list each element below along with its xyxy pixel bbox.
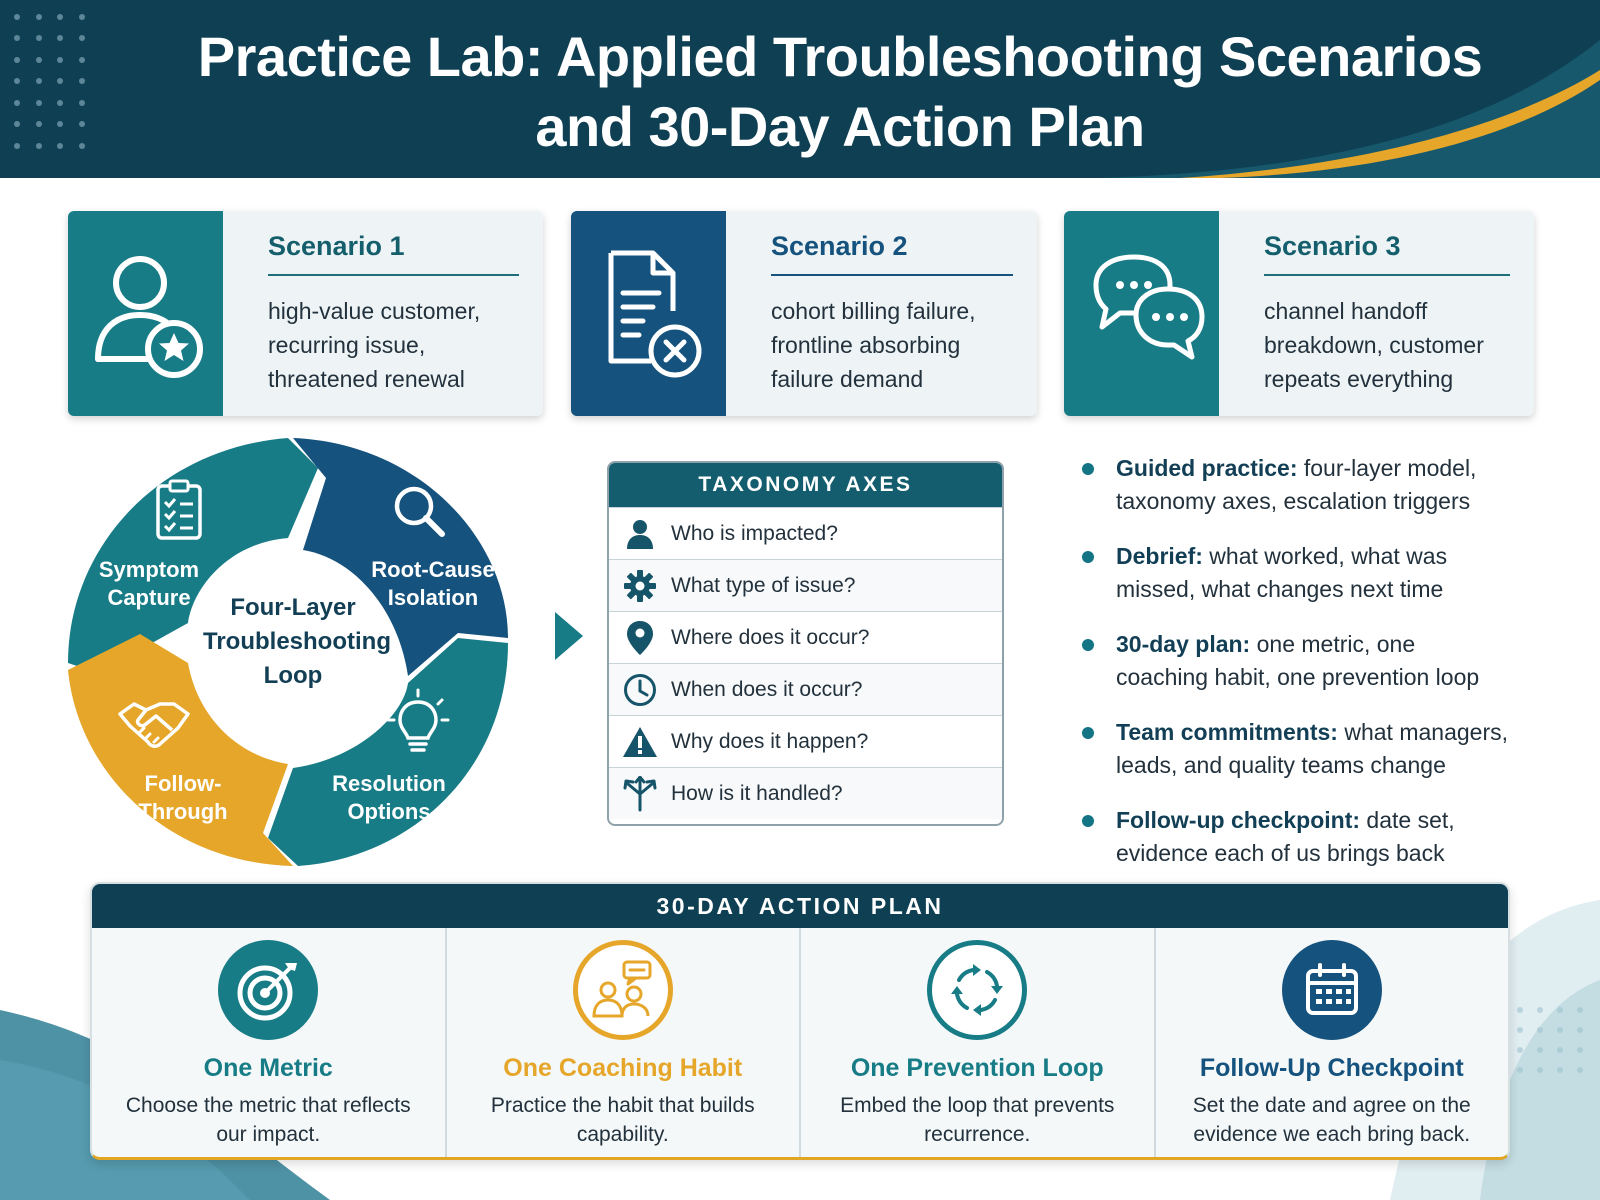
taxonomy-row-text: What type of issue? — [671, 573, 856, 597]
bullet-label: Follow-up checkpoint: — [1116, 807, 1361, 833]
taxonomy-row-text: Who is impacted? — [671, 521, 838, 545]
taxonomy-axes-table: TAXONOMY AXES Who is impacted? What type… — [607, 461, 1004, 826]
chat-bubbles-icon — [1093, 254, 1205, 360]
scenario-2-description: cohort billing failure, frontline absorb… — [771, 298, 976, 392]
arrow-right-icon — [555, 612, 583, 660]
taxonomy-row: Who is impacted? — [609, 507, 1002, 559]
scenario-3-description: channel handoff breakdown, customer repe… — [1264, 298, 1484, 392]
bullet-team-commitments: Team commitments: what managers, leads, … — [1078, 716, 1508, 782]
bullet-label: 30-day plan: — [1116, 631, 1251, 657]
warning-icon — [623, 726, 657, 757]
taxonomy-row-text: Why does it happen? — [671, 729, 869, 753]
session-bullet-list: Guided practice: four-layer model, taxon… — [1078, 452, 1508, 892]
loop-ring — [68, 438, 508, 866]
user-star-icon — [95, 256, 203, 378]
scenario-1-icon-box — [68, 211, 223, 416]
taxonomy-row-text: How is it handled? — [671, 781, 843, 805]
coaching-people-icon — [592, 960, 652, 1018]
plan-icon-circle — [572, 940, 673, 1040]
loop-label-root-cause-isolation: Root-Cause Isolation — [371, 557, 495, 610]
header-dot-grid — [14, 14, 100, 164]
loop-label-symptom-capture: Symptom Capture — [98, 557, 200, 610]
scenario-2-title: Scenario 2 — [771, 231, 1013, 276]
plan-item-title: One Coaching Habit — [503, 1054, 743, 1082]
plan-item-title: One Prevention Loop — [850, 1054, 1104, 1082]
plan-item-one-prevention-loop: One Prevention Loop Embed the loop that … — [799, 928, 1154, 1157]
target-icon — [237, 963, 298, 1021]
plan-icon-circle — [1281, 940, 1382, 1040]
taxonomy-row: Where does it occur? — [609, 611, 1002, 663]
taxonomy-row: Why does it happen? — [609, 715, 1002, 767]
bullet-label: Debrief: — [1116, 543, 1203, 569]
header-banner: Practice Lab: Applied Troubleshooting Sc… — [0, 0, 1600, 178]
header-swoosh-decor — [1100, 40, 1600, 178]
scenario-1-title: Scenario 1 — [268, 231, 519, 276]
clipboard-checklist-icon — [156, 479, 202, 540]
loop-segment-symptom-capture — [68, 438, 318, 673]
bullet-text: date set, evidence each of us brings bac… — [1116, 807, 1455, 866]
plan-item-title: One Metric — [203, 1054, 333, 1082]
scenario-card-3: Scenario 3 channel handoff breakdown, cu… — [1064, 211, 1534, 416]
bullet-text: one metric, one coaching habit, one prev… — [1116, 631, 1480, 690]
page-title-line-1: Practice Lab: Applied Troubleshooting Sc… — [197, 25, 1483, 88]
scenario-1-description: high-value customer, recurring issue, th… — [268, 298, 481, 392]
taxonomy-row-text: Where does it occur? — [671, 625, 870, 649]
lightbulb-icon — [386, 688, 450, 752]
magnifier-icon — [394, 486, 445, 537]
scenario-3-title: Scenario 3 — [1264, 231, 1510, 276]
plan-icon-circle — [927, 940, 1028, 1040]
location-pin-icon — [627, 620, 653, 655]
loop-segment-resolution-options — [268, 638, 508, 866]
scenario-3-icon-box — [1064, 211, 1219, 416]
taxonomy-row: What type of issue? — [609, 559, 1002, 611]
action-plan-heading: 30-DAY ACTION PLAN — [92, 884, 1508, 928]
bullet-label: Team commitments: — [1116, 719, 1338, 745]
loop-label-follow-through: Follow-Through — [138, 771, 228, 824]
scenario-card-2: Scenario 2 cohort billing failure, front… — [571, 211, 1037, 416]
person-icon — [627, 519, 653, 549]
plan-item-description: Practice the habit that builds capabilit… — [490, 1094, 755, 1146]
plan-item-description: Embed the loop that prevents recurrence. — [840, 1094, 1115, 1146]
bullet-text: four-layer model, taxonomy axes, escalat… — [1116, 455, 1477, 514]
plan-item-one-metric: One Metric Choose the metric that reflec… — [92, 928, 445, 1157]
action-plan-panel: 30-DAY ACTION PLAN One Metric Choose the… — [90, 882, 1510, 1160]
plan-icon-circle — [218, 940, 319, 1040]
calendar-icon — [1305, 963, 1358, 1015]
bullet-label: Guided practice: — [1116, 455, 1298, 481]
bullet-text: what managers, leads, and quality teams … — [1116, 719, 1508, 778]
loop-center-label: Four-Layer Troubleshooting Loop — [203, 594, 391, 689]
bullet-text: what worked, what was missed, what chang… — [1116, 543, 1448, 602]
handshake-icon — [118, 702, 190, 748]
plan-item-description: Set the date and agree on the evidence w… — [1192, 1094, 1471, 1146]
loop-segment-root-cause-isolation — [293, 438, 508, 676]
document-error-icon — [608, 250, 702, 378]
branching-arrows-icon — [623, 775, 657, 811]
loop-label-resolution-options: Resolution Options — [332, 771, 446, 824]
gear-icon — [624, 569, 656, 602]
clock-icon — [624, 673, 656, 706]
scenario-card-1: Scenario 1 high-value customer, recurrin… — [68, 211, 543, 416]
page-title-line-2: and 30-Day Action Plan — [535, 95, 1145, 158]
four-layer-loop: Symptom Capture Root-Cause Isolation Res… — [68, 438, 528, 868]
loop-segment-follow-through — [68, 634, 293, 866]
plan-item-follow-up-checkpoint: Follow-Up Checkpoint Set the date and ag… — [1153, 928, 1509, 1157]
taxonomy-row: How is it handled? — [609, 767, 1002, 819]
bullet-30-day-plan: 30-day plan: one metric, one coaching ha… — [1078, 628, 1508, 694]
plan-item-one-coaching-habit: One Coaching Habit Practice the habit th… — [444, 928, 800, 1157]
bullet-follow-up-checkpoint: Follow-up checkpoint: date set, evidence… — [1078, 804, 1508, 870]
plan-item-title: Follow-Up Checkpoint — [1199, 1054, 1464, 1082]
taxonomy-row-text: When does it occur? — [671, 677, 863, 701]
bullet-guided-practice: Guided practice: four-layer model, taxon… — [1078, 452, 1508, 518]
bullet-debrief: Debrief: what worked, what was missed, w… — [1078, 540, 1508, 606]
page-title: Practice Lab: Applied Troubleshooting Sc… — [120, 22, 1560, 162]
plan-item-description: Choose the metric that reflects our impa… — [125, 1094, 411, 1146]
scenario-2-icon-box — [571, 211, 726, 416]
taxonomy-row: When does it occur? — [609, 663, 1002, 715]
taxonomy-heading: TAXONOMY AXES — [609, 463, 1002, 507]
cycle-arrows-icon — [951, 964, 1004, 1016]
